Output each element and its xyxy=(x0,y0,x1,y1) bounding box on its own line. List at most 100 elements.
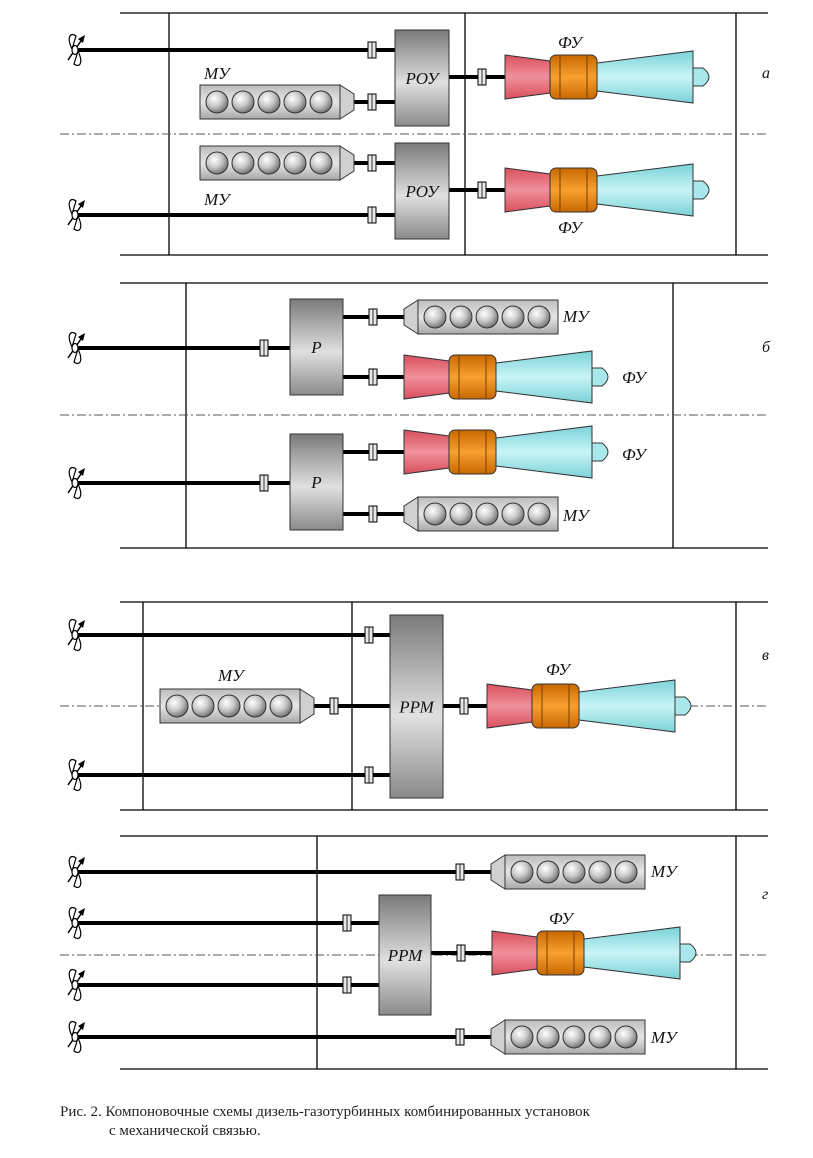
gearbox-gearbox_rou xyxy=(394,142,450,240)
gearbox-gearbox_rou xyxy=(394,29,450,127)
exhaust-cone xyxy=(692,180,710,200)
propeller-icon xyxy=(67,331,85,365)
turbine-label: ФУ xyxy=(558,33,584,52)
cylinder-icon xyxy=(191,694,215,718)
gas-turbine xyxy=(486,679,692,733)
cylinder-icon xyxy=(614,860,638,884)
exhaust-cone xyxy=(692,67,710,87)
cylinder-icon xyxy=(205,151,229,175)
cylinder-icon xyxy=(269,694,293,718)
centerlines-layer xyxy=(60,133,768,956)
engine-label: МУ xyxy=(203,64,232,83)
cylinder-icon xyxy=(283,151,307,175)
cylinder-icon xyxy=(527,305,551,329)
cylinder-icon xyxy=(527,502,551,526)
figure-caption: Рис. 2. Компоновочные схемы дизель-газот… xyxy=(60,1103,780,1141)
turbine-section xyxy=(495,425,593,479)
diesel-engine xyxy=(490,1019,646,1055)
compressor-section xyxy=(403,429,450,475)
cylinder-icon xyxy=(501,305,525,329)
diesel-engine xyxy=(490,854,646,890)
variant-label-b: б xyxy=(762,339,771,356)
diesel-engine xyxy=(159,688,315,724)
propeller-icon xyxy=(67,968,85,1002)
exhaust-cone xyxy=(674,696,692,716)
cylinder-icon xyxy=(165,694,189,718)
gearbox-gearbox_r xyxy=(289,433,344,531)
gearbox-label: Р xyxy=(310,338,321,357)
combustor-section xyxy=(448,354,497,400)
cylinder-icon xyxy=(536,1025,560,1049)
cylinder-icon xyxy=(309,151,333,175)
cylinder-icon xyxy=(475,305,499,329)
cylinder-icon xyxy=(423,305,447,329)
gearbox-label: РОУ xyxy=(405,182,441,201)
gearbox-label: РОУ xyxy=(405,69,441,88)
cylinder-icon xyxy=(423,502,447,526)
turbine-section xyxy=(578,679,676,733)
variant-label-a: а xyxy=(762,65,770,82)
gearbox-gearbox_rrm xyxy=(389,614,444,799)
turbine-label: ФУ xyxy=(622,368,648,387)
propeller-icon xyxy=(67,33,85,67)
diesel-engine xyxy=(199,145,355,181)
cylinder-icon xyxy=(257,151,281,175)
cylinder-icon xyxy=(475,502,499,526)
cylinder-icon xyxy=(536,860,560,884)
gas-turbine xyxy=(504,163,710,217)
cylinder-icon xyxy=(510,1025,534,1049)
cylinder-icon xyxy=(510,860,534,884)
engine-label: МУ xyxy=(650,1028,679,1047)
turbine-label: ФУ xyxy=(546,660,572,679)
cylinder-icon xyxy=(231,90,255,114)
turbine-section xyxy=(495,350,593,404)
propeller-icon xyxy=(67,758,85,792)
compressor-section xyxy=(504,167,551,213)
exhaust-cone xyxy=(679,943,697,963)
compressor-section xyxy=(486,683,533,729)
variant-label-g: г xyxy=(762,886,768,903)
turbine-label: ФУ xyxy=(622,445,648,464)
gearbox-label: РРМ xyxy=(398,698,434,717)
combustor-section xyxy=(448,429,497,475)
caption-line-2: с механической связью. xyxy=(109,1123,261,1139)
engine-label: МУ xyxy=(203,190,232,209)
compressor-section xyxy=(491,930,538,976)
cylinder-icon xyxy=(588,1025,612,1049)
cylinder-icon xyxy=(449,502,473,526)
engine-label: МУ xyxy=(562,307,591,326)
turbine-label: ФУ xyxy=(558,218,584,237)
propeller-icon xyxy=(67,618,85,652)
compressor-section xyxy=(504,54,551,100)
cylinder-icon xyxy=(449,305,473,329)
gas-turbine xyxy=(403,350,609,404)
engine-label: МУ xyxy=(562,506,591,525)
cylinder-icon xyxy=(243,694,267,718)
cylinder-icon xyxy=(588,860,612,884)
cylinder-icon xyxy=(231,151,255,175)
diesel-engine xyxy=(199,84,355,120)
cylinder-icon xyxy=(562,860,586,884)
variant-label-v: в xyxy=(762,647,769,664)
gas-turbine xyxy=(491,926,697,980)
diesel-engine xyxy=(403,299,559,335)
cylinder-icon xyxy=(217,694,241,718)
turbine-section xyxy=(583,926,681,980)
cylinder-icon xyxy=(614,1025,638,1049)
cylinder-icon xyxy=(205,90,229,114)
propeller-icon xyxy=(67,466,85,500)
shafts-layer xyxy=(75,48,505,1039)
cylinder-icon xyxy=(257,90,281,114)
cylinder-icon xyxy=(562,1025,586,1049)
combustor-section xyxy=(549,167,598,213)
gas-turbine xyxy=(504,50,710,104)
units-layer xyxy=(67,29,710,1055)
gearbox-gearbox_r xyxy=(289,298,344,396)
exhaust-cone xyxy=(591,367,609,387)
gearbox-label: Р xyxy=(310,473,321,492)
cylinder-icon xyxy=(501,502,525,526)
engine-label: МУ xyxy=(217,666,246,685)
exhaust-cone xyxy=(591,442,609,462)
turbine-label: ФУ xyxy=(549,909,575,928)
